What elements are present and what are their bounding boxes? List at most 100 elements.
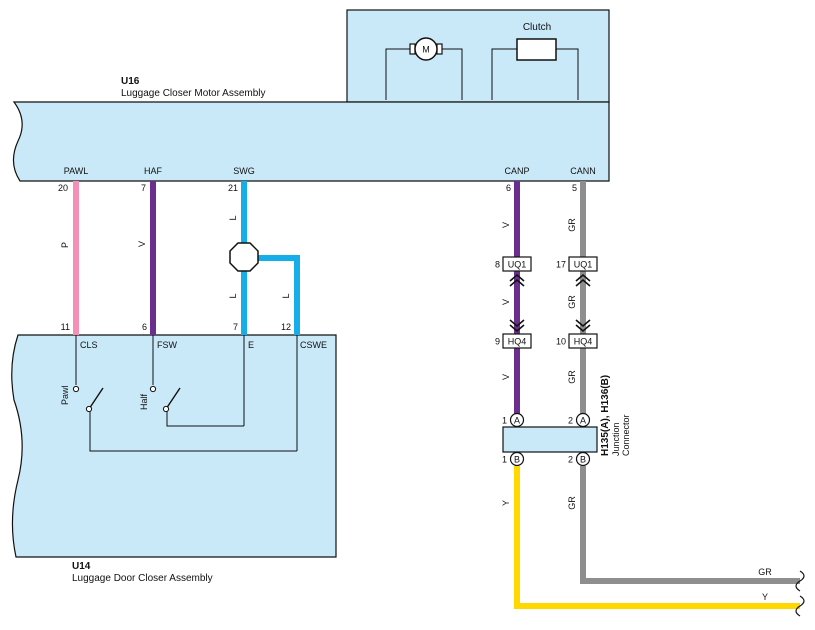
chevron-up-icon xyxy=(509,278,525,287)
u16-body xyxy=(12,101,610,182)
hq4-connector-cann xyxy=(568,333,598,349)
chevron-up-icon xyxy=(575,273,591,282)
u16-terminal-swg: SWG xyxy=(233,166,255,176)
half-switch-blade xyxy=(165,387,181,410)
wirecode-canp-2: V xyxy=(501,299,511,305)
u16-name: Luggage Closer Motor Assembly xyxy=(121,88,266,99)
half-switch-pivot xyxy=(162,405,170,413)
uq1-connector-cann xyxy=(568,256,598,272)
wire-break-gray xyxy=(795,570,805,592)
pin-hq4-canp: 9 xyxy=(495,337,500,347)
motor-symbol: M xyxy=(422,45,430,55)
chevron-down-icon xyxy=(575,324,591,333)
u14-name: Luggage Door Closer Assembly xyxy=(72,573,213,584)
pawl-switch-blade xyxy=(88,387,104,410)
u14-terminal-cls: CLS xyxy=(80,340,98,350)
u16-id: U16 xyxy=(121,76,140,87)
pin-u16-cann: 5 xyxy=(572,183,577,193)
pin-junction-a-canp: 1 xyxy=(502,416,507,426)
clutch-circuit-line xyxy=(491,48,517,100)
half-switch-contact xyxy=(149,385,157,393)
wirecode-haf: V xyxy=(137,241,147,247)
uq1-connector-canp xyxy=(502,256,532,272)
pin-hq4-cann: 10 xyxy=(556,337,566,347)
wirecode-swg-2: L xyxy=(228,293,238,298)
chevron-up-icon xyxy=(509,273,525,282)
hq4-label-canp: HQ4 xyxy=(508,337,527,347)
motor-clutch-housing xyxy=(346,9,610,103)
wirecode-cswe: L xyxy=(281,293,291,298)
pin-uq1-canp: 8 xyxy=(495,260,500,270)
wirecode-swg-1: L xyxy=(228,215,238,220)
uq1-label-cann: UQ1 xyxy=(574,260,593,270)
wirecode-canp-1: V xyxy=(501,222,511,228)
wirecode-canp-3: V xyxy=(501,374,511,380)
u14-id: U14 xyxy=(72,561,91,572)
junction-b-canp xyxy=(509,451,525,467)
u16-terminal-pawl: PAWL xyxy=(64,166,89,176)
u16-terminal-canp: CANP xyxy=(504,166,529,176)
wirecode-pawl: P xyxy=(60,242,70,248)
chevron-down-icon xyxy=(509,319,525,328)
motor-circuit-line xyxy=(441,48,463,100)
junction-b-cann-label: B xyxy=(580,455,586,465)
u14-body xyxy=(11,334,337,558)
junction-b-canp-label: B xyxy=(514,455,520,465)
junction-name-2: Connector xyxy=(621,414,631,456)
pin-junction-b-canp: 1 xyxy=(502,455,507,465)
wire-break-yellow xyxy=(795,595,805,617)
motor-icon xyxy=(414,37,438,61)
pin-u16-haf: 7 xyxy=(141,183,146,193)
pawl-switch-pivot xyxy=(85,405,93,413)
wirecode-yellow-vertical: Y xyxy=(501,500,511,506)
u14-internal-line xyxy=(166,411,244,427)
clutch-circuit-line xyxy=(556,48,579,100)
junction-connector xyxy=(502,426,598,453)
hq4-connector-canp xyxy=(502,333,532,349)
u14-terminal-e: E xyxy=(248,340,254,350)
wirecode-cann-2: GR xyxy=(567,295,577,309)
wirecode-cann-1: GR xyxy=(567,218,577,232)
wire-out-yellow xyxy=(514,466,800,609)
junction-a-canp-label: A xyxy=(514,416,520,426)
hq4-label-cann: HQ4 xyxy=(574,337,593,347)
pin-u16-canp: 6 xyxy=(506,183,511,193)
pin-uq1-cann: 17 xyxy=(556,260,566,270)
chevron-up-icon xyxy=(575,278,591,287)
junction-name-1: Junction xyxy=(611,422,621,456)
motor-circuit-line xyxy=(385,48,411,100)
junction-id: H135(A), H136(B) xyxy=(600,375,611,456)
pawl-switch-contact xyxy=(72,385,80,393)
pin-u14-cls: 11 xyxy=(61,322,70,332)
half-switch-label: Half xyxy=(139,393,149,410)
wirecode-gray-vertical: GR xyxy=(567,496,577,510)
wirecode-cann-3: GR xyxy=(567,370,577,384)
splice-point xyxy=(229,242,259,272)
u14-terminal-fsw: FSW xyxy=(157,340,178,350)
junction-a-cann-label: A xyxy=(580,416,586,426)
uq1-label-canp: UQ1 xyxy=(508,260,527,270)
junction-a-cann xyxy=(575,412,591,428)
pin-u14-cswe: 12 xyxy=(281,322,291,332)
clutch-label: Clutch xyxy=(523,22,551,33)
u16-terminal-haf: HAF xyxy=(144,166,163,176)
pawl-switch-label: Pawl xyxy=(60,385,70,405)
wire-out-gray xyxy=(580,466,800,584)
wirecode-yellow-horizontal: Y xyxy=(762,592,768,602)
u16-terminal-cann: CANN xyxy=(570,166,596,176)
pin-u14-e: 7 xyxy=(233,322,238,332)
chevron-down-icon xyxy=(575,319,591,328)
pin-u16-swg: 21 xyxy=(228,183,238,193)
chevron-down-icon xyxy=(509,324,525,333)
wirecode-gray-horizontal: GR xyxy=(758,567,772,577)
junction-a-canp xyxy=(509,412,525,428)
pin-junction-b-cann: 2 xyxy=(568,455,573,465)
pin-junction-a-cann: 2 xyxy=(568,416,573,426)
wire-blue-branch xyxy=(244,255,300,335)
clutch-coil-icon xyxy=(516,38,557,61)
u14-internal-line xyxy=(89,411,297,452)
pin-u16-pawl: 20 xyxy=(58,183,68,193)
junction-b-cann xyxy=(575,451,591,467)
u14-terminal-cswe: CSWE xyxy=(300,340,327,350)
